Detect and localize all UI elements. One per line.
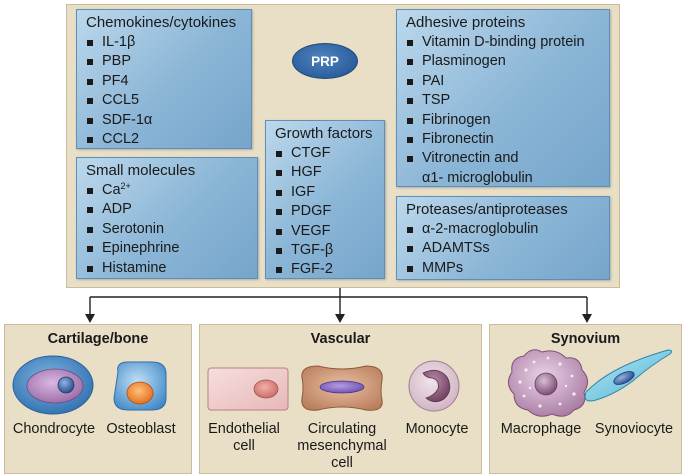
- adhesive-proteins-box: Adhesive proteins Vitamin D-binding prot…: [396, 9, 610, 187]
- monocyte-icon: [408, 360, 460, 412]
- growth-factors-title: Growth factors: [275, 125, 373, 142]
- proteases-title: Proteases/antiproteases: [406, 201, 568, 218]
- list-item: Serotonin: [86, 220, 249, 239]
- osteoblast-label: Osteoblast: [106, 421, 176, 437]
- list-item: ADP: [86, 200, 249, 219]
- list-item: SDF-1α: [86, 111, 243, 130]
- list-item: Vitamin D-binding protein: [406, 33, 601, 52]
- synovium-title: Synovium: [550, 331, 621, 347]
- list-item: α-2-macroglobulin: [406, 220, 601, 239]
- list-item: CTGF: [275, 144, 376, 163]
- list-item: FGF-2: [275, 260, 376, 279]
- mesenchymal-cell-icon: [301, 365, 383, 411]
- synoviocyte-icon: [584, 349, 673, 402]
- arrowhead-cartilage: [85, 314, 95, 323]
- chemokines-title: Chemokines/cytokines: [86, 14, 237, 31]
- list-item: HGF: [275, 163, 376, 182]
- osteoblast-icon: [113, 361, 167, 411]
- endothelial-cell-icon: [207, 367, 289, 411]
- cartilage-bone-title: Cartilage/bone: [47, 331, 149, 347]
- macrophage-icon: [508, 349, 588, 417]
- growth-factors-box: Growth factors CTGF HGF IGF PDGF VEGF TG…: [265, 120, 385, 279]
- arrowhead-vascular: [335, 314, 345, 323]
- list-item: Plasminogen: [406, 52, 601, 71]
- mesenchymal-cell-label: Circulating mesenchymal cell: [297, 421, 387, 471]
- chondrocyte-icon: [12, 355, 94, 415]
- list-item: IGF: [275, 183, 376, 202]
- list-item: Histamine: [86, 259, 249, 278]
- list-item-continuation: α1- microglobulin: [422, 169, 533, 186]
- chemokines-cytokines-box: Chemokines/cytokines IL-1β PBP PF4 CCL5 …: [76, 9, 252, 149]
- list-item: PBP: [86, 52, 243, 71]
- list-item: CCL2: [86, 130, 243, 149]
- list-item: TSP: [406, 91, 601, 110]
- endothelial-cell-label: Endothelial cell: [208, 421, 280, 454]
- list-item: Vitronectin and: [406, 149, 601, 168]
- macrophage-label: Macrophage: [500, 421, 582, 437]
- small-molecules-box: Small molecules Ca2+ ADP Serotonin Epine…: [76, 157, 258, 279]
- adhesive-proteins-title: Adhesive proteins: [406, 14, 526, 31]
- list-item: PF4: [86, 72, 243, 91]
- list-item: Epinephrine: [86, 239, 249, 258]
- arrowhead-synovium: [582, 314, 592, 323]
- calcium-symbol: Ca: [102, 182, 121, 198]
- list-item: Fibrinogen: [406, 111, 601, 130]
- list-item: IL-1β: [86, 33, 243, 52]
- list-item: Fibronectin: [406, 130, 601, 149]
- chondrocyte-label: Chondrocyte: [12, 421, 96, 437]
- prp-label: PRP: [292, 43, 358, 79]
- vascular-title: Vascular: [310, 331, 371, 347]
- synoviocyte-label: Synoviocyte: [594, 421, 674, 437]
- list-item: ADAMTSs: [406, 239, 601, 258]
- list-item: PDGF: [275, 202, 376, 221]
- list-item: PAI: [406, 72, 601, 91]
- list-item: MMPs: [406, 259, 601, 278]
- proteases-antiproteases-box: Proteases/antiproteases α-2-macroglobuli…: [396, 196, 610, 280]
- small-molecules-title: Small molecules: [86, 162, 196, 179]
- list-item-calcium: Ca2+: [86, 181, 249, 200]
- list-item: VEGF: [275, 222, 376, 241]
- list-item: CCL5: [86, 91, 243, 110]
- monocyte-label: Monocyte: [405, 421, 469, 437]
- calcium-charge: 2+: [120, 181, 131, 191]
- list-item: TGF-β: [275, 241, 376, 260]
